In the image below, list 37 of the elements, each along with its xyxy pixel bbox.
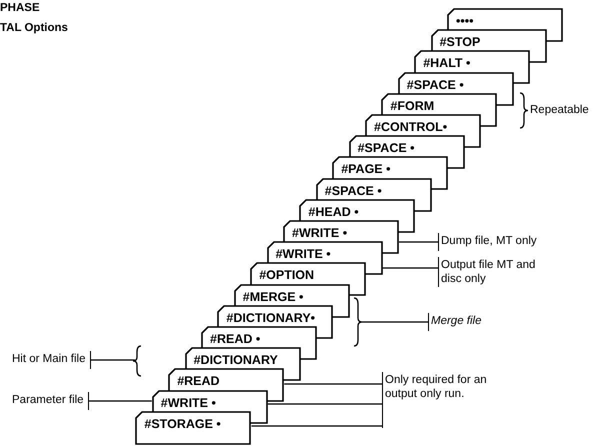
bracketed-note: Only required for an output only run. bbox=[382, 372, 512, 428]
bracketed-note: Output file MT and disc only bbox=[438, 257, 538, 287]
card-text: #FORM bbox=[390, 98, 434, 113]
card-text: #WRITE • bbox=[292, 226, 348, 240]
card-text: #HEAD • bbox=[308, 204, 359, 219]
card-text: #STOP bbox=[440, 35, 480, 50]
card-text: #PAGE • bbox=[341, 162, 390, 176]
leader-line bbox=[399, 241, 438, 243]
card-text: #STORAGE • bbox=[144, 416, 221, 431]
card-text: #CONTROL• bbox=[374, 120, 448, 134]
leader-line bbox=[284, 383, 382, 385]
card-text: #SPACE • bbox=[324, 184, 382, 198]
bracketed-note: Dump file, MT only bbox=[438, 233, 537, 251]
leader-line bbox=[90, 359, 135, 361]
card-text: #READ bbox=[177, 374, 220, 388]
leader-line bbox=[382, 267, 438, 269]
card-text: #MERGE • bbox=[242, 290, 304, 304]
bracketed-note: Merge file bbox=[428, 313, 482, 331]
card-text: #SPACE • bbox=[358, 141, 415, 156]
card-text: #OPTION bbox=[259, 268, 314, 282]
card-text: #DICTIONARY• bbox=[226, 310, 316, 325]
leader-line bbox=[362, 321, 428, 323]
card-text: #HALT • bbox=[423, 56, 470, 70]
card-text: #WRITE • bbox=[276, 247, 331, 262]
card-text: #WRITE • bbox=[160, 396, 216, 410]
leader-line bbox=[88, 400, 152, 402]
card-text: •••• bbox=[456, 14, 474, 28]
card-text: #READ • bbox=[210, 332, 260, 346]
heading-text: TAL Options bbox=[0, 22, 68, 34]
bracketed-note: Parameter file bbox=[12, 392, 89, 410]
heading-text: PHASE bbox=[0, 2, 40, 14]
card-text: #SPACE • bbox=[406, 78, 464, 92]
card-text: #DICTIONARY bbox=[194, 353, 278, 368]
bracketed-note: Hit or Main file bbox=[12, 351, 90, 369]
leader-line bbox=[268, 403, 382, 405]
annotation-text: Repeatable bbox=[530, 104, 589, 116]
leader-line bbox=[251, 425, 382, 427]
